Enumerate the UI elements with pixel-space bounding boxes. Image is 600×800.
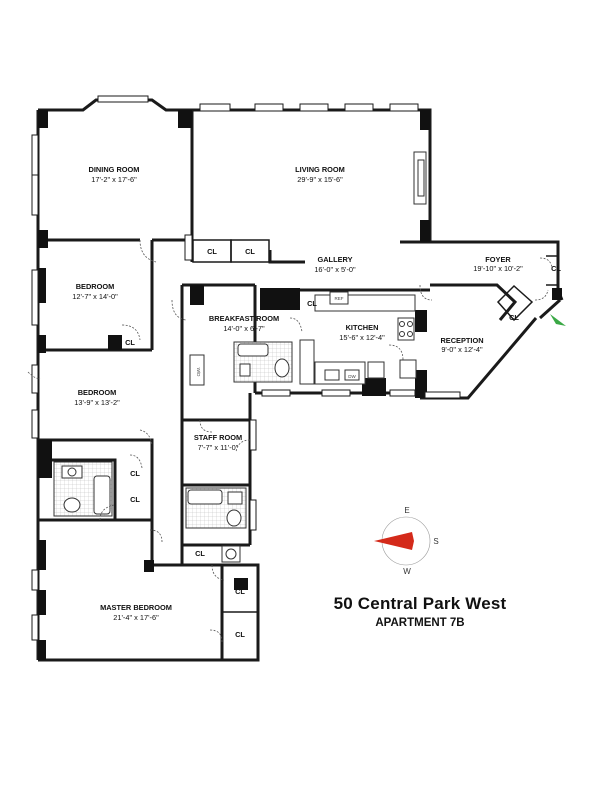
closet-label: CL xyxy=(235,630,245,639)
fireplace xyxy=(413,151,427,205)
staff-room-name: STAFF ROOM xyxy=(194,433,242,442)
bedroom-2-dim: 13'-9" x 13'-2" xyxy=(74,398,120,407)
address-block: 50 Central Park West APARTMENT 7B xyxy=(300,594,540,629)
washer-dryer-label: W/D xyxy=(196,368,201,377)
closet-label: CL xyxy=(509,313,519,322)
foyer-closets xyxy=(496,255,559,322)
closet-label: CL xyxy=(551,264,561,273)
breakfast-room-dim: 14'-0" x 6'-7" xyxy=(223,324,265,333)
compass-needle-icon xyxy=(374,532,414,550)
bedroom-2-name: BEDROOM xyxy=(78,388,117,397)
closet-label: CL xyxy=(125,338,135,347)
staff-bath xyxy=(185,487,247,563)
closet-label: CL xyxy=(245,247,255,256)
foyer-name: FOYER xyxy=(485,255,511,264)
fixture-labels: REF DW W/D xyxy=(196,296,356,379)
closet-label: CL xyxy=(207,247,217,256)
reception-name: RECEPTION xyxy=(440,336,483,345)
bedroom-1-dim: 12'-7" x 14'-0" xyxy=(72,292,118,301)
compass-east-label: E xyxy=(404,506,409,515)
unit-line: APARTMENT 7B xyxy=(375,617,465,629)
dishwasher-label: DW xyxy=(348,374,356,379)
bedroom-bath xyxy=(53,461,113,517)
compass: E S W xyxy=(374,506,439,576)
bedroom-1-name: BEDROOM xyxy=(76,282,115,291)
gallery-closets xyxy=(192,239,270,263)
living-room-dim: 29'-9" x 15'-6" xyxy=(297,175,343,184)
kitchen-dim: 15'-6" x 12'-4" xyxy=(339,333,385,342)
staff-room-dim: 7'-7" x 11'-0" xyxy=(198,443,239,452)
master-bedroom-name: MASTER BEDROOM xyxy=(100,603,172,612)
wall-piers xyxy=(38,110,562,660)
living-room-name: LIVING ROOM xyxy=(295,165,345,174)
closet-label: CL xyxy=(130,469,140,478)
breakfast-room-name: BREAKFAST ROOM xyxy=(209,314,279,323)
kitchen-fixtures xyxy=(299,284,433,385)
closet-labels: CL CL CL CL CL CL CL CL CL CL CL xyxy=(125,247,561,639)
room-labels: DINING ROOM 17'-2" x 17'-6" LIVING ROOM … xyxy=(72,165,523,622)
address-line: 50 Central Park West xyxy=(333,594,507,613)
entry-arrow-icon xyxy=(550,314,566,326)
foyer-dim: 19'-10" x 10'-2" xyxy=(473,264,523,273)
closet-label: CL xyxy=(307,299,317,308)
closet-label: CL xyxy=(195,549,205,558)
closet-label: CL xyxy=(130,495,140,504)
breakfast-bath xyxy=(233,341,293,383)
compass-west-label: W xyxy=(403,567,411,576)
master-bedroom-dim: 21'-4" x 17'-6" xyxy=(113,613,159,622)
gallery-dim: 16'-0" x 5'-0" xyxy=(314,265,356,274)
closet-label: CL xyxy=(235,587,245,596)
dining-room-name: DINING ROOM xyxy=(89,165,140,174)
refrigerator-label: REF xyxy=(335,296,344,301)
compass-south-label: S xyxy=(433,537,438,546)
windows xyxy=(31,95,461,641)
doors xyxy=(27,239,553,643)
kitchen-name: KITCHEN xyxy=(346,323,379,332)
gallery-name: GALLERY xyxy=(317,255,352,264)
dining-room-dim: 17'-2" x 17'-6" xyxy=(91,175,137,184)
reception-dim: 9'-0" x 12'-4" xyxy=(441,345,483,354)
pantry xyxy=(189,354,205,386)
